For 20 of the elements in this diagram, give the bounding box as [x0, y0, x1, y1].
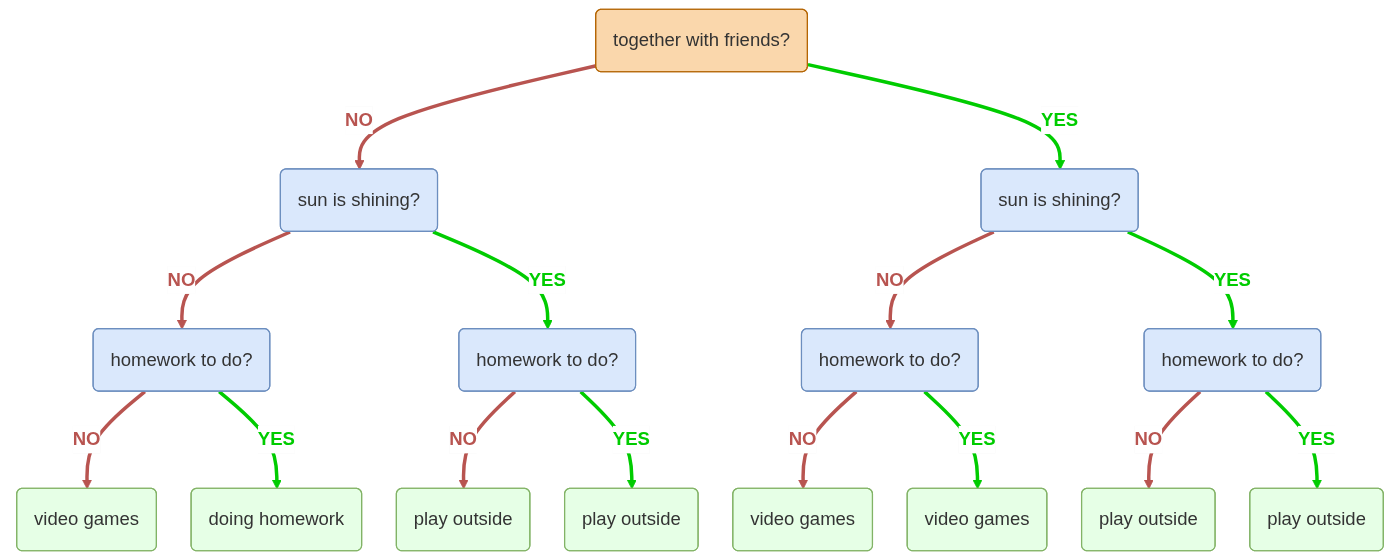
arrow — [1127, 230, 1238, 330]
arrow — [432, 230, 553, 330]
edge-label: YES — [612, 429, 650, 449]
edge-label: NO — [345, 109, 373, 130]
edge-label: YES — [1298, 429, 1336, 449]
edge-label: YES — [1213, 269, 1251, 290]
edge-label: NO — [167, 269, 196, 290]
edge-label: NO — [788, 429, 817, 449]
edge-label: NO — [72, 429, 101, 449]
arrow — [885, 230, 995, 330]
edge-label: YES — [1041, 109, 1079, 130]
arrow — [807, 63, 1066, 170]
edge-label: NO — [449, 429, 477, 449]
edge-label: YES — [257, 429, 295, 449]
edge-label: NO — [1134, 429, 1163, 449]
arrow — [354, 64, 597, 170]
arrow — [176, 230, 291, 330]
edge-label: YES — [958, 429, 996, 449]
edge-label: YES — [528, 269, 566, 290]
edge-label: NO — [875, 269, 904, 290]
